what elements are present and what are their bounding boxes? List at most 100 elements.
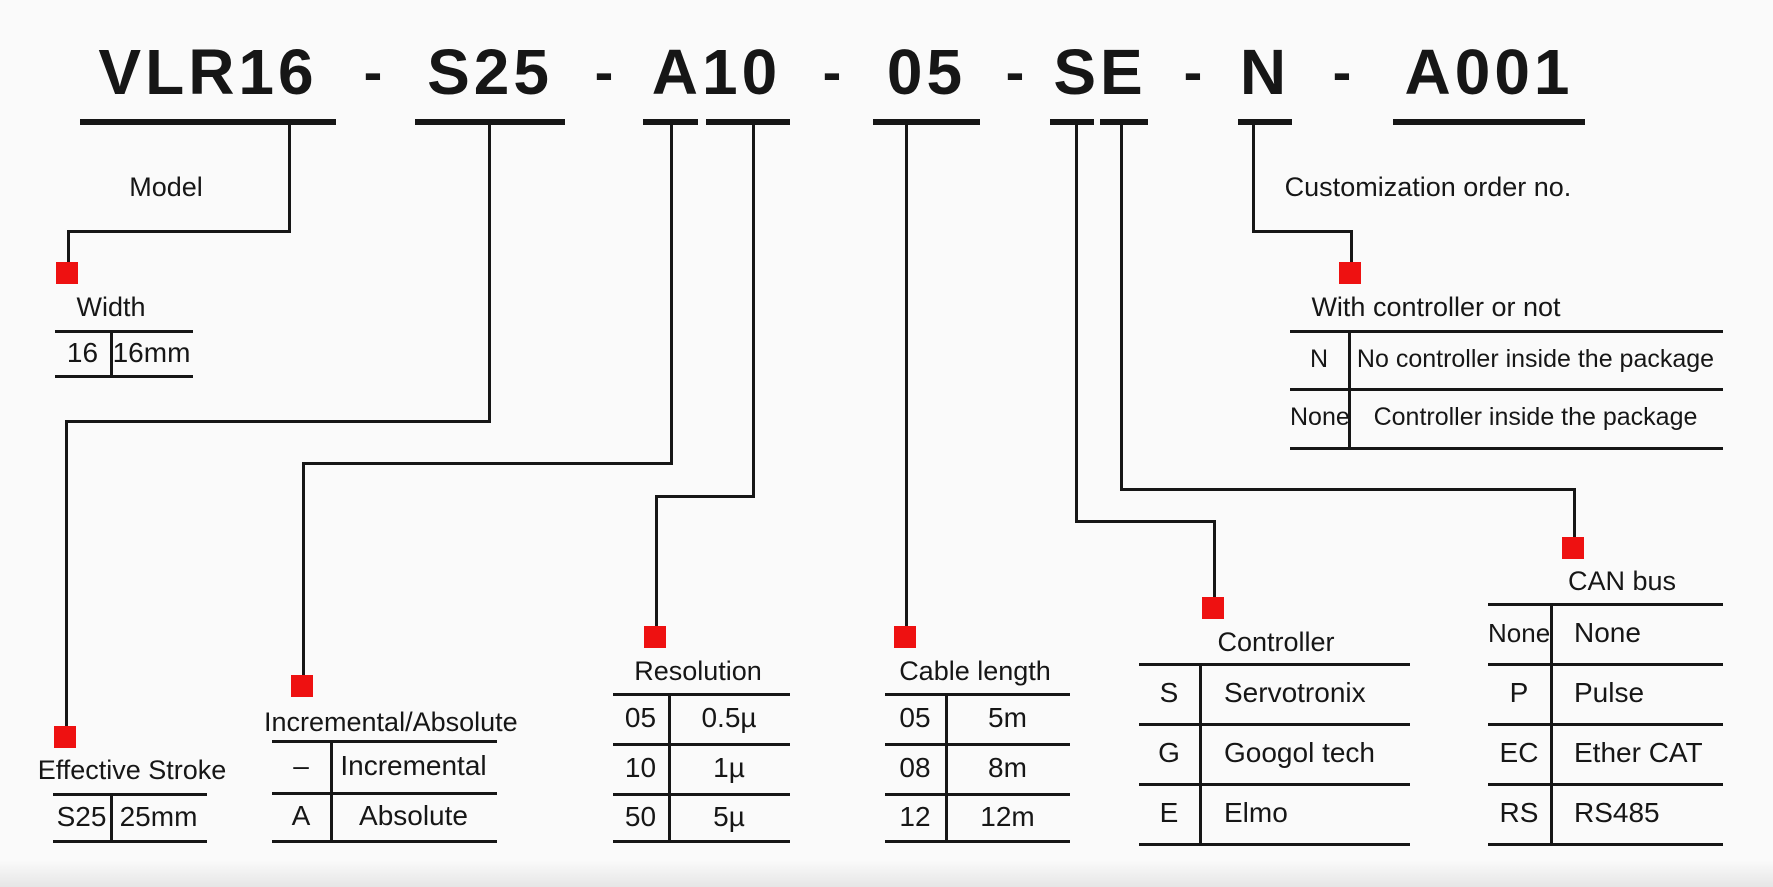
- title-segment-cable: 05: [873, 36, 980, 108]
- connector-line: [655, 495, 658, 629]
- table-line: [613, 693, 790, 696]
- incremental-absolute-table: – Incremental A Absolute: [272, 740, 497, 843]
- code-cell: 10: [624, 752, 657, 783]
- title-dash: -: [594, 40, 614, 103]
- connector-line: [67, 230, 291, 233]
- title-segment-type-resolution: A10: [643, 36, 790, 108]
- table-row: N No controller inside the package: [1290, 330, 1723, 388]
- table-row: A Absolute: [272, 792, 497, 840]
- with-controller-table: N No controller inside the package None …: [1290, 330, 1723, 450]
- with-controller-table-title: With controller or not: [1311, 292, 1561, 322]
- table-line: [945, 693, 948, 843]
- title-dash: -: [1005, 40, 1025, 103]
- table-row: EC Ether CAT: [1488, 723, 1723, 783]
- cable-length-table-title: Cable length: [899, 656, 1051, 686]
- connector-line: [1252, 230, 1353, 233]
- segment-underline: [1100, 119, 1148, 125]
- connector-line: [302, 462, 305, 678]
- value-cell: None: [1574, 617, 1641, 648]
- red-marker-controller: [1202, 597, 1224, 619]
- table-line: [668, 693, 671, 843]
- value-cell: Pulse: [1574, 677, 1645, 708]
- segment-underline: [1393, 119, 1585, 125]
- code-cell: S25: [56, 800, 107, 832]
- value-cell: Servotronix: [1224, 677, 1366, 708]
- connector-line: [488, 125, 491, 420]
- code-cell: None: [1488, 617, 1551, 648]
- table-row: 16 16mm: [55, 330, 193, 375]
- segment-text: SE: [1053, 36, 1147, 108]
- value-cell: Googol tech: [1224, 737, 1375, 768]
- title-dash: -: [822, 40, 842, 103]
- effective-stroke-table-title: Effective Stroke: [37, 755, 227, 785]
- controller-table-title: Controller: [1217, 627, 1335, 657]
- table-line: [55, 375, 193, 378]
- title-segment-with-controller: N: [1238, 36, 1292, 108]
- connector-line: [1573, 488, 1576, 540]
- table-line: [613, 743, 790, 746]
- table-line: [272, 840, 497, 843]
- resolution-table-title: Resolution: [634, 656, 762, 686]
- controller-table: S Servotronix G Googol tech E Elmo: [1139, 663, 1410, 846]
- title-dash: -: [1183, 40, 1203, 103]
- table-line: [1348, 330, 1351, 450]
- table-line: [1199, 663, 1202, 846]
- table-line: [885, 793, 1070, 796]
- can-bus-table: None None P Pulse EC Ether CAT RS RS485: [1488, 603, 1723, 846]
- table-row: – Incremental: [272, 740, 497, 792]
- effective-stroke-table: S25 25mm: [53, 793, 207, 843]
- cable-length-table: 05 5m 08 8m 12 12m: [885, 693, 1070, 843]
- table-line: [110, 330, 113, 378]
- code-cell: None: [1290, 403, 1350, 431]
- value-cell: 0.5µ: [701, 702, 757, 733]
- code-cell: S: [1159, 677, 1179, 708]
- table-row: 12 12m: [885, 793, 1070, 840]
- table-row: 05 0.5µ: [613, 693, 790, 743]
- title-segment-model: VLR16: [80, 36, 336, 108]
- connector-line: [1075, 520, 1216, 523]
- connector-line: [1120, 488, 1576, 491]
- value-cell: 5m: [988, 702, 1027, 733]
- code-cell: 16: [66, 336, 99, 368]
- connector-line: [65, 420, 68, 729]
- value-cell: Absolute: [359, 800, 468, 831]
- table-row: 08 8m: [885, 743, 1070, 793]
- red-marker-effective-stroke: [54, 726, 76, 748]
- value-cell: 5µ: [713, 800, 745, 832]
- segment-underline: [415, 119, 565, 125]
- red-marker-with-controller: [1339, 262, 1361, 284]
- value-cell: 25mm: [119, 800, 198, 832]
- value-cell: No controller inside the package: [1356, 344, 1715, 373]
- resolution-table: 05 0.5µ 10 1µ 50 5µ: [613, 693, 790, 843]
- code-cell: N: [1309, 344, 1329, 373]
- table-line: [1290, 447, 1723, 450]
- code-cell: 50: [624, 800, 657, 832]
- code-cell: 05: [899, 702, 931, 733]
- code-cell: A: [291, 800, 311, 831]
- table-line: [1139, 783, 1410, 786]
- segment-text: VLR16: [98, 36, 318, 108]
- title-dash: -: [1332, 40, 1352, 103]
- table-line: [613, 793, 790, 796]
- table-line: [272, 740, 497, 743]
- segment-underline: [643, 119, 698, 125]
- segment-underline: [706, 119, 790, 125]
- red-marker-resolution: [644, 626, 666, 648]
- table-line: [885, 693, 1070, 696]
- table-line: [330, 740, 333, 843]
- segment-text: S25: [427, 36, 553, 108]
- connector-line: [752, 125, 755, 495]
- code-cell: –: [293, 750, 309, 781]
- title-dash: -: [363, 40, 383, 103]
- value-cell: Incremental: [340, 750, 487, 781]
- connector-line: [1350, 230, 1353, 266]
- red-marker-width: [56, 262, 78, 284]
- code-cell: P: [1509, 677, 1529, 708]
- segment-text: A10: [651, 36, 782, 108]
- connector-line: [1120, 125, 1123, 491]
- value-cell: Controller inside the package: [1373, 403, 1698, 431]
- table-row: None Controller inside the package: [1290, 388, 1723, 447]
- table-line: [1550, 603, 1553, 846]
- title-segment-stroke: S25: [415, 36, 565, 108]
